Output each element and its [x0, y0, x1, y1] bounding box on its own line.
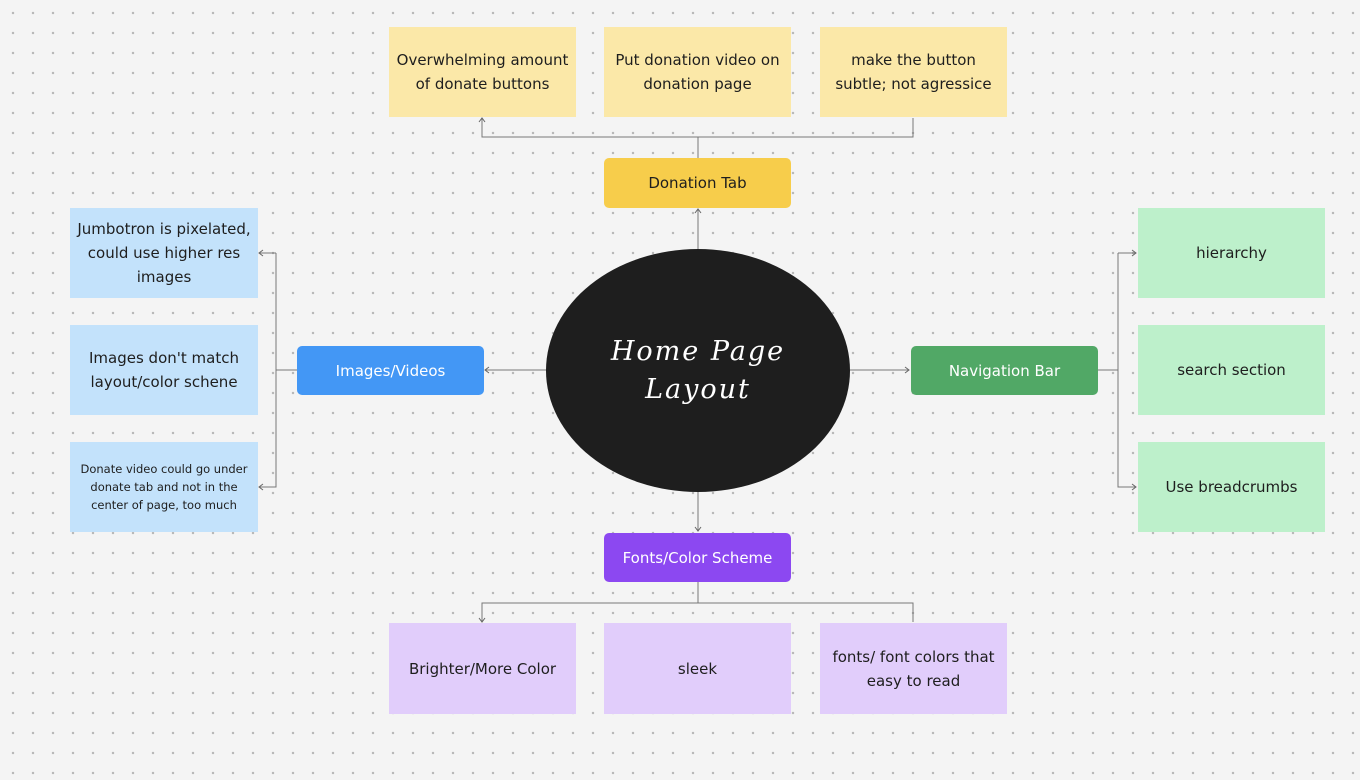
connector-fonts-note-3 [698, 602, 914, 622]
connector-images-note-3 [258, 370, 277, 491]
center-node-label: Home Page Layout [610, 335, 786, 405]
sticky-note-sleek[interactable]: sleek [604, 623, 791, 714]
sticky-note-search-section[interactable]: search section [1138, 325, 1325, 415]
connector-navigation-trunk [1098, 253, 1119, 371]
sticky-note-images-mismatch[interactable]: Images don't match layout/color schene [70, 325, 258, 415]
sticky-note-jumbotron[interactable]: Jumbotron is pixelated, could use higher… [70, 208, 258, 298]
node-fonts-color-scheme[interactable]: Fonts/Color Scheme [604, 533, 791, 582]
connector-images-trunk [275, 253, 297, 371]
node-images-videos[interactable]: Images/Videos [297, 346, 484, 395]
connector-donation-note-1 [478, 117, 699, 158]
sticky-note-donate-video[interactable]: Donate video could go under donate tab a… [70, 442, 258, 532]
sticky-note-button-subtle[interactable]: make the button subtle; not agressice [820, 27, 1007, 117]
sticky-note-donate-buttons[interactable]: Overwhelming amount of donate buttons [389, 27, 576, 117]
node-home-page-layout[interactable]: Home Page Layout [546, 249, 850, 492]
connector-fonts-note-1 [478, 582, 699, 623]
node-donation-tab[interactable]: Donation Tab [604, 158, 791, 208]
sticky-note-breadcrumbs[interactable]: Use breadcrumbs [1138, 442, 1325, 532]
connector-navigation-note-3 [1117, 370, 1137, 491]
node-navigation-bar[interactable]: Navigation Bar [911, 346, 1098, 395]
sticky-note-hierarchy[interactable]: hierarchy [1138, 208, 1325, 298]
sticky-note-readable-fonts[interactable]: fonts/ font colors that easy to read [820, 623, 1007, 714]
connector-donation-note-3 [698, 118, 914, 138]
sticky-note-donation-video[interactable]: Put donation video on donation page [604, 27, 791, 117]
sticky-note-brighter-color[interactable]: Brighter/More Color [389, 623, 576, 714]
